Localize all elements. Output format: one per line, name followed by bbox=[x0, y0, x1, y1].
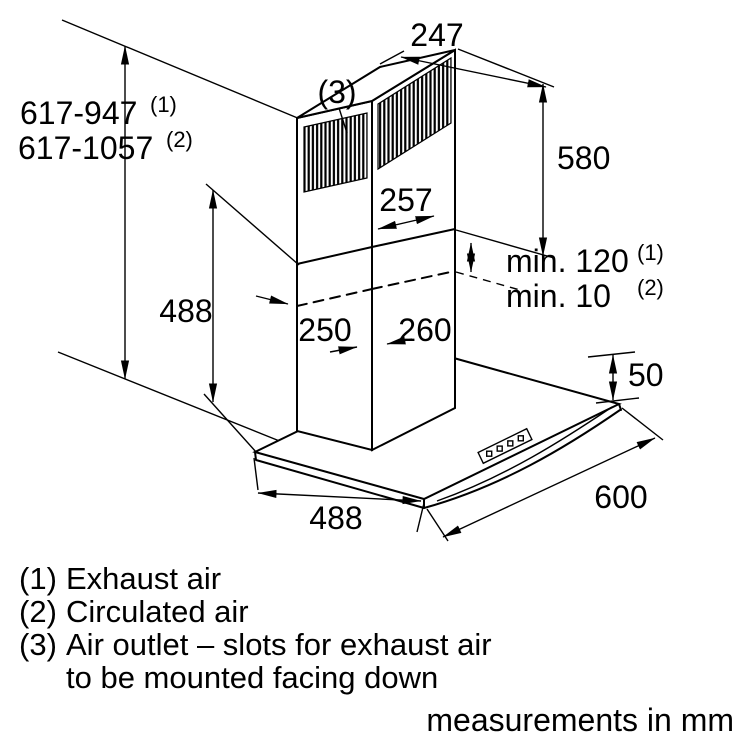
construction-lines bbox=[57, 19, 301, 443]
dim-label-lower-width-left: 250 bbox=[298, 312, 351, 348]
legend-item-2-num: (2) bbox=[19, 594, 57, 629]
dashed-line-pointer-arrow bbox=[255, 295, 289, 305]
extension-line bbox=[205, 183, 300, 266]
dim-line-top-width bbox=[400, 56, 547, 88]
legend: (1) Exhaust air (2) Circulated air (3) A… bbox=[19, 561, 492, 695]
legend-item-3-text: Air outlet – slots for exhaust air bbox=[66, 627, 492, 662]
dim-label-min-overlap-exhaust: min. 120 bbox=[506, 243, 629, 279]
chimney bbox=[296, 48, 456, 452]
dim-note-exhaust: (1) bbox=[150, 92, 177, 117]
legend-item-3-continuation: to be mounted facing down bbox=[66, 660, 438, 695]
extension-line bbox=[595, 397, 640, 404]
dim-label-hood-width: 488 bbox=[309, 500, 362, 536]
extension-line-joint bbox=[455, 229, 555, 259]
dimension-annotations: 247 (3) 617-947 (1) 617-1057 (2) 580 257… bbox=[18, 17, 664, 542]
extension-line-total-height-top bbox=[61, 19, 301, 120]
callout-air-outlet: (3) bbox=[317, 74, 356, 110]
callout-leader-line bbox=[338, 107, 348, 134]
extension-line-dashed bbox=[455, 271, 521, 291]
telescopic-joint-line-right bbox=[371, 228, 456, 248]
min-insertion-dashed-line-left bbox=[296, 288, 373, 307]
dim-line-hood-width bbox=[257, 489, 422, 505]
dim-line-hood-depth bbox=[442, 437, 656, 538]
extension-line bbox=[253, 457, 259, 491]
dim-label-total-height-exhaust: 617-947 bbox=[20, 95, 137, 131]
width-arrow-right bbox=[386, 336, 413, 345]
extension-line-total-height-bottom bbox=[57, 351, 283, 443]
dim-note-min-overlap-exhaust: (1) bbox=[637, 240, 664, 265]
extension-line bbox=[379, 50, 405, 65]
legend-item-1-text: Exhaust air bbox=[66, 561, 221, 596]
dim-label-min-overlap-recirc: min. 10 bbox=[506, 278, 611, 314]
dim-label-hood-depth: 600 bbox=[594, 479, 647, 515]
extension-line bbox=[203, 393, 258, 454]
dim-label-hood-edge-height: 50 bbox=[628, 357, 664, 393]
dim-note-min-overlap-recirc: (2) bbox=[637, 275, 664, 300]
legend-item-1-num: (1) bbox=[19, 561, 57, 596]
extension-line bbox=[457, 48, 555, 88]
telescopic-joint-line-left bbox=[296, 246, 373, 265]
dim-label-total-height-recirc: 617-1057 bbox=[18, 130, 153, 166]
extension-line bbox=[621, 407, 664, 441]
dim-label-top-width: 247 bbox=[410, 17, 463, 53]
width-arrow-left bbox=[329, 346, 358, 355]
footer-measurements-note: measurements in mm bbox=[426, 702, 734, 738]
dim-label-upper-chimney-width: 257 bbox=[379, 182, 432, 218]
extension-line bbox=[416, 502, 425, 533]
hood-right-tip-edge bbox=[618, 403, 622, 411]
dim-label-lower-chimney-height: 488 bbox=[159, 293, 212, 329]
min-insertion-dashed-line-right bbox=[371, 270, 456, 290]
dim-note-recirc: (2) bbox=[166, 127, 193, 152]
dim-label-lower-width-right: 260 bbox=[398, 312, 451, 348]
air-outlet-slots-left bbox=[303, 112, 368, 193]
dim-label-upper-chimney-height: 580 bbox=[557, 140, 610, 176]
dim-line-upper-chimney-width bbox=[377, 215, 435, 230]
legend-item-3-num: (3) bbox=[19, 627, 57, 662]
legend-item-2-text: Circulated air bbox=[66, 594, 249, 629]
